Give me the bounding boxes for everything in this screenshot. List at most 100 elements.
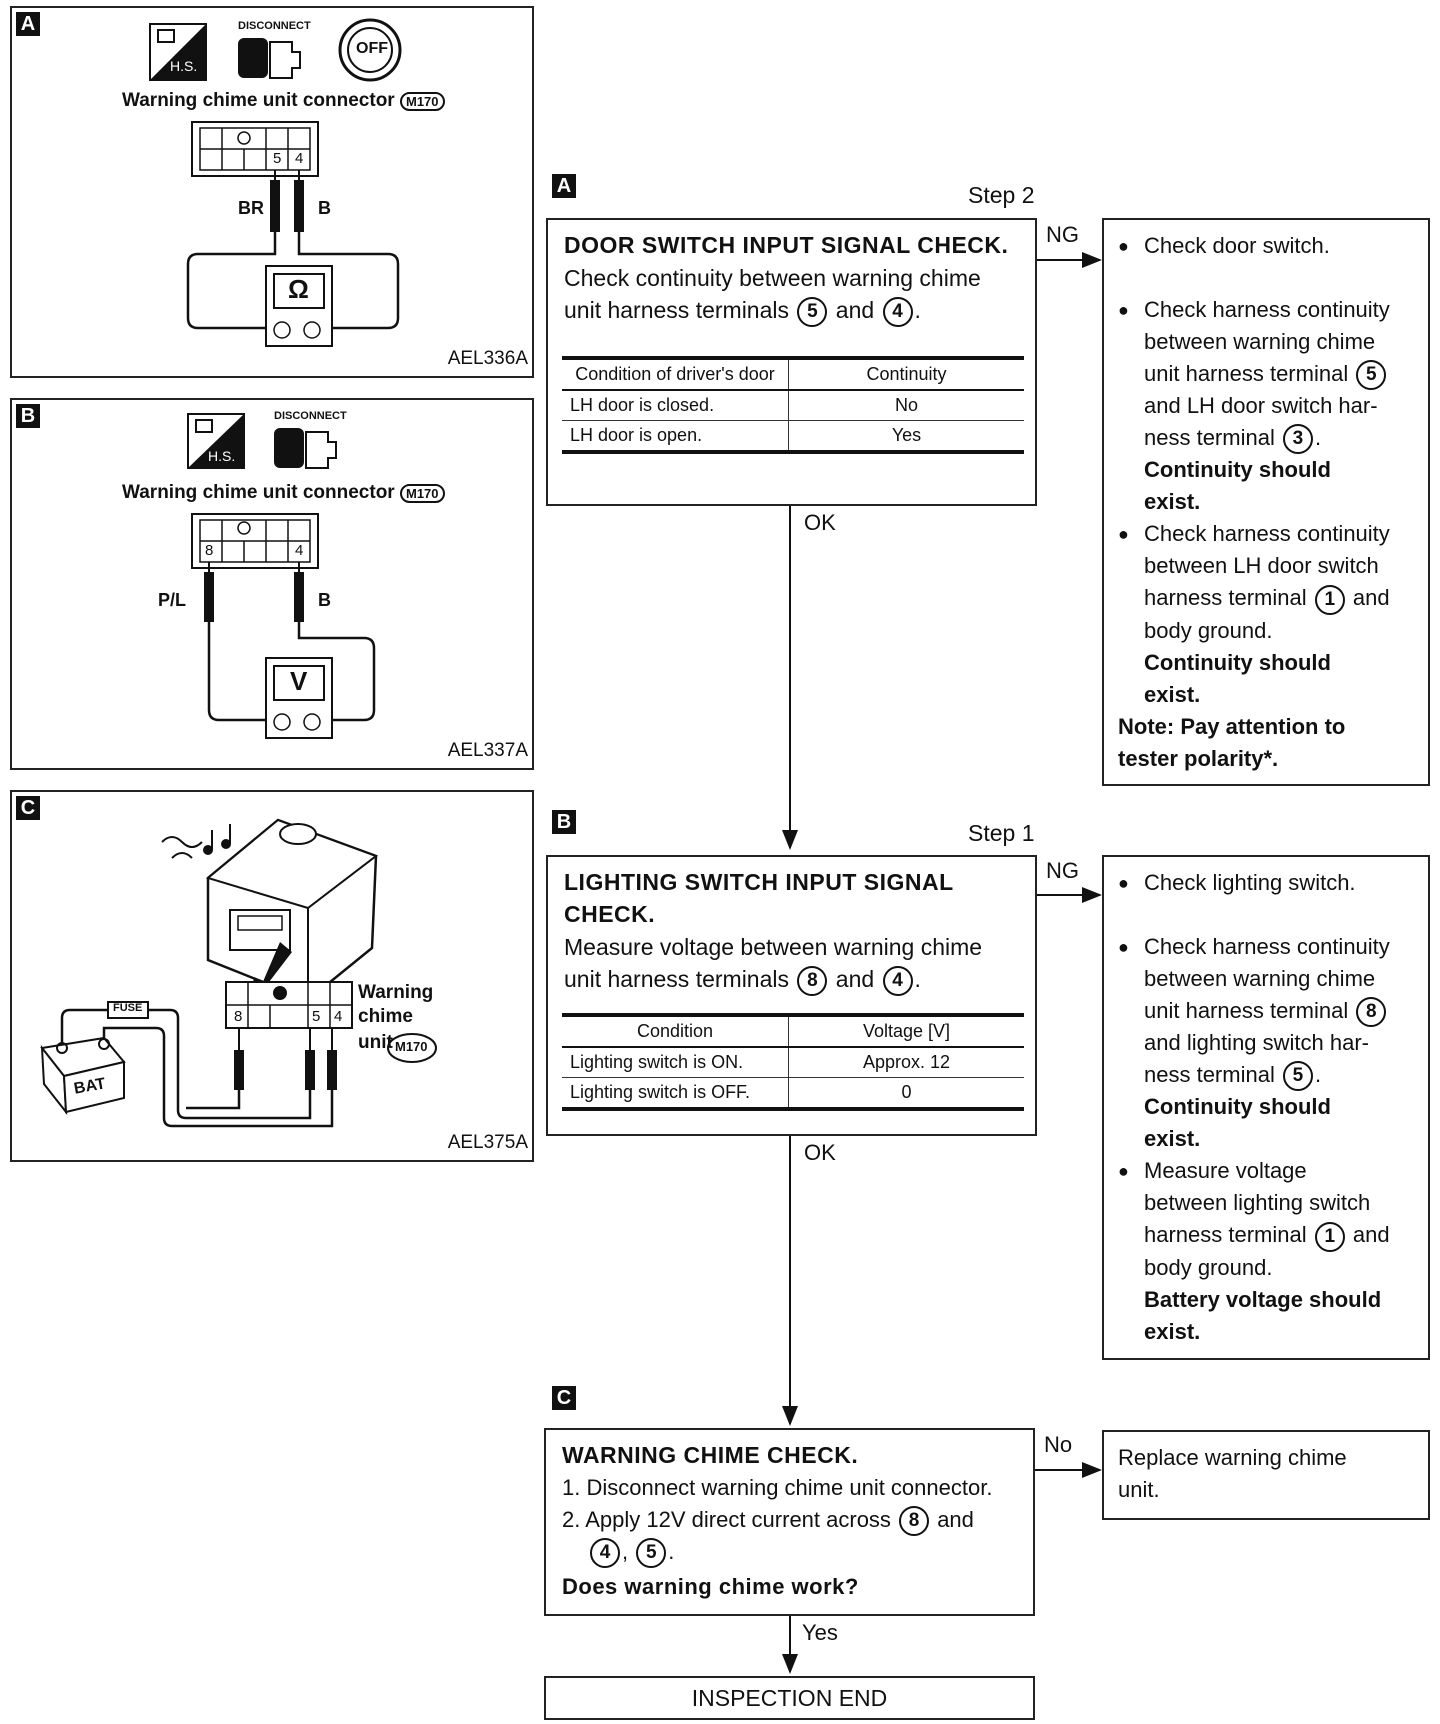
probe-4	[327, 1050, 337, 1090]
panel-b-tag: B	[16, 404, 40, 428]
bullet-text: Continuity should	[1144, 457, 1331, 483]
connector-title-text: Warning chime unit connector	[122, 90, 395, 111]
chime-unit-label-3: unit	[358, 1032, 393, 1053]
disconnect-label: DISCONNECT	[274, 410, 347, 422]
terminal-4-label: 4	[334, 1008, 343, 1025]
panel-c-code: AEL375A	[447, 1132, 528, 1153]
terminal-badge: 5	[797, 296, 828, 327]
replace-chime-line2: unit.	[1118, 1477, 1160, 1502]
panel-b-illustration	[187, 413, 376, 739]
bullet-text: and	[1352, 1222, 1390, 1248]
lighting-switch-ng-box: Check lighting switch. Check harness con…	[1102, 855, 1430, 1360]
panel-a-illustration	[149, 18, 402, 347]
panel-a-tag: A	[16, 12, 40, 36]
chime-step-2-text: 2. Apply 12V direct current across	[562, 1507, 891, 1532]
terminal-8-label: 8	[205, 542, 214, 559]
connector-badge: M170	[395, 1039, 428, 1054]
terminal-8-label: 8	[234, 1008, 243, 1025]
bullet-text: and	[1352, 585, 1390, 611]
terminal-badge: 4	[882, 965, 913, 996]
table-header: Condition of driver's door	[562, 356, 789, 391]
table-cell: Approx. 12	[788, 1047, 1024, 1078]
diagram-panel-c: C	[10, 790, 534, 1162]
connector-badge: M170	[399, 92, 445, 111]
door-switch-ng-box: Check door switch. Check harness continu…	[1102, 218, 1430, 786]
terminal-badge: 5	[1282, 1061, 1313, 1092]
hs-icon	[149, 23, 207, 81]
chime-yes-label: Yes	[802, 1620, 838, 1645]
hs-icon	[187, 413, 245, 469]
step2-ok-label: OK	[804, 510, 836, 535]
wire-br-label: BR	[238, 198, 264, 218]
table-header: Condition	[562, 1013, 789, 1048]
bullet-text: Check harness continuity	[1144, 934, 1390, 959]
diagram-panel-b: B H.S. DISCONNECT	[10, 398, 534, 770]
chime-unit-label-2: chime	[358, 1006, 413, 1027]
probe-a	[270, 180, 280, 232]
terminal-badge: 8	[899, 1506, 930, 1537]
bullet-text: exist.	[1144, 681, 1201, 707]
hs-icon-label: H.S.	[170, 58, 198, 74]
terminal-badge: 5	[1356, 360, 1387, 391]
lighting-condition-table: Condition Voltage [V] Lighting switch is…	[562, 1013, 1024, 1111]
bullet-text: exist.	[1144, 1126, 1201, 1152]
table-cell: Lighting switch is OFF.	[562, 1077, 789, 1111]
volt-meter-symbol: V	[290, 666, 308, 696]
panel-b-code: AEL337A	[447, 740, 528, 761]
bullet-text: Continuity should	[1144, 1094, 1331, 1120]
bullet-text: Check harness continuity	[1144, 297, 1390, 322]
and-word: and	[835, 297, 875, 323]
table-cell: LH door is open.	[562, 420, 789, 454]
off-label: OFF	[356, 40, 388, 57]
bullet-text: Battery voltage should	[1144, 1286, 1382, 1312]
table-cell: Yes	[788, 420, 1024, 454]
chime-unit-label-1: Warning	[358, 982, 434, 1003]
lighting-switch-check-box: LIGHTING SWITCH INPUT SIGNAL CHECK. Meas…	[546, 855, 1037, 1136]
hs-icon-label: H.S.	[208, 448, 236, 464]
terminal-4-label: 4	[295, 150, 304, 167]
connector-title-text: Warning chime unit connector	[122, 482, 395, 503]
chime-sound-icon	[161, 824, 231, 859]
note-line: tester polarity*.	[1118, 745, 1279, 771]
ng-bullet: Check harness continuity between warning…	[1118, 931, 1414, 1155]
step2-ng-label: NG	[1046, 222, 1079, 247]
table-cell: LH door is closed.	[562, 390, 789, 421]
table-cell: 0	[788, 1077, 1024, 1111]
replace-chime-line1: Replace warning chime	[1118, 1445, 1347, 1470]
panel-c-illustration	[40, 818, 437, 1128]
door-switch-title: DOOR SWITCH INPUT SIGNAL CHECK.	[564, 232, 1009, 258]
terminal-badge: 8	[1356, 997, 1387, 1028]
step1-ng-label: NG	[1046, 858, 1079, 883]
fuse-label: FUSE	[113, 1002, 143, 1014]
bullet-text: exist.	[1144, 1318, 1201, 1344]
ng-bullet: Check harness continuity between LH door…	[1118, 518, 1414, 710]
chime-check-title: WARNING CHIME CHECK.	[562, 1442, 859, 1468]
bullet-text: exist.	[1144, 489, 1201, 515]
ng-bullet: Check lighting switch.	[1118, 867, 1414, 899]
bullet-text: ness terminal	[1144, 425, 1275, 451]
ohm-meter-symbol: Ω	[288, 274, 309, 304]
lighting-switch-title-2: CHECK.	[564, 901, 656, 927]
terminal-badge: 4	[590, 1538, 620, 1569]
lighting-switch-line2-text: unit harness terminals	[564, 966, 789, 992]
bullet-text: harness terminal	[1144, 1222, 1307, 1248]
table-cell: Lighting switch is ON.	[562, 1047, 789, 1078]
bullet-text: between LH door switch	[1144, 553, 1379, 579]
flow-b-tag: B	[552, 810, 576, 834]
probe-a	[204, 572, 214, 622]
door-switch-line1: Check continuity between warning chime	[564, 265, 981, 291]
terminal-badge: 5	[636, 1538, 667, 1569]
terminal-badge: 8	[797, 965, 828, 996]
inspection-end-label: INSPECTION END	[691, 1685, 888, 1711]
ng-bullet: Check door switch.	[1118, 230, 1414, 262]
probe-b	[294, 572, 304, 622]
bullet-text: unit harness terminal	[1144, 998, 1349, 1023]
warning-chime-check-box: WARNING CHIME CHECK. 1. Disconnect warni…	[544, 1428, 1035, 1616]
probe-8	[234, 1050, 244, 1090]
panel-c-tag: C	[16, 796, 40, 820]
door-switch-check-box: DOOR SWITCH INPUT SIGNAL CHECK. Check co…	[546, 218, 1037, 506]
table-row: Lighting switch is ON. Approx. 12	[562, 1047, 1024, 1078]
table-header: Voltage [V]	[788, 1013, 1024, 1048]
chime-no-label: No	[1044, 1432, 1073, 1457]
bullet-text: between warning chime	[1144, 966, 1376, 991]
